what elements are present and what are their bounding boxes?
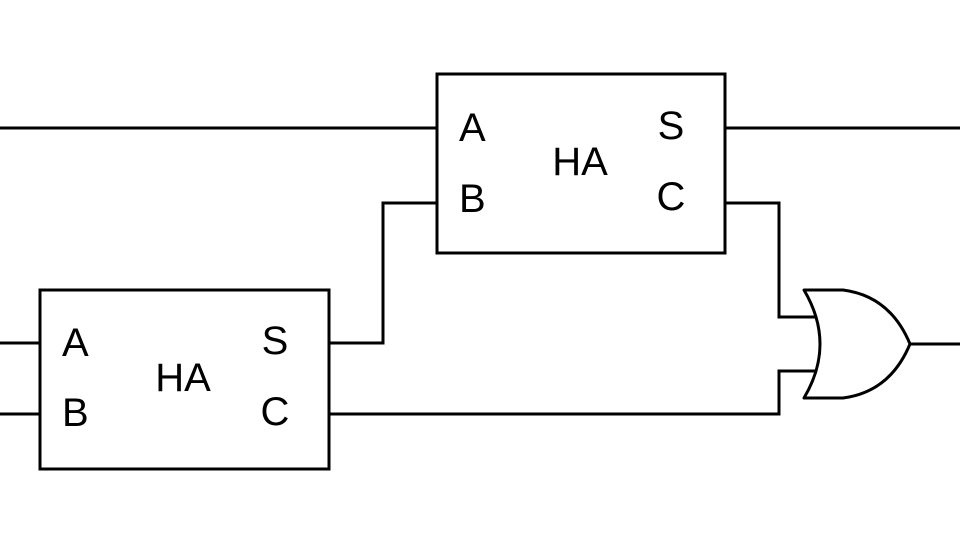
- lower-ha-input-b-label: B: [62, 391, 89, 435]
- lower-half-adder: A B HA S C: [38, 288, 331, 471]
- upper-ha-output-s-label: S: [658, 104, 685, 148]
- upper-ha-input-b-label: B: [459, 177, 486, 221]
- upper-ha-output-c-label: C: [657, 175, 686, 219]
- upper-half-adder: A B HA S C: [435, 72, 727, 255]
- wire-upper-ha-c-to-or: [725, 201, 815, 319]
- upper-ha-input-a-label: A: [459, 106, 486, 150]
- wires: [0, 126, 960, 416]
- lower-ha-output-s-label: S: [262, 319, 289, 363]
- or-gate-icon: [802, 288, 912, 400]
- upper-half-adder-box: [435, 72, 727, 255]
- lower-ha-title: HA: [155, 356, 211, 400]
- wire-lower-ha-s-to-upper-ha-b: [329, 201, 437, 345]
- wire-lower-ha-c-to-or: [329, 369, 815, 416]
- upper-ha-title: HA: [552, 140, 608, 184]
- lower-ha-output-c-label: C: [261, 390, 290, 434]
- lower-ha-input-a-label: A: [62, 321, 89, 365]
- lower-half-adder-box: [38, 288, 331, 471]
